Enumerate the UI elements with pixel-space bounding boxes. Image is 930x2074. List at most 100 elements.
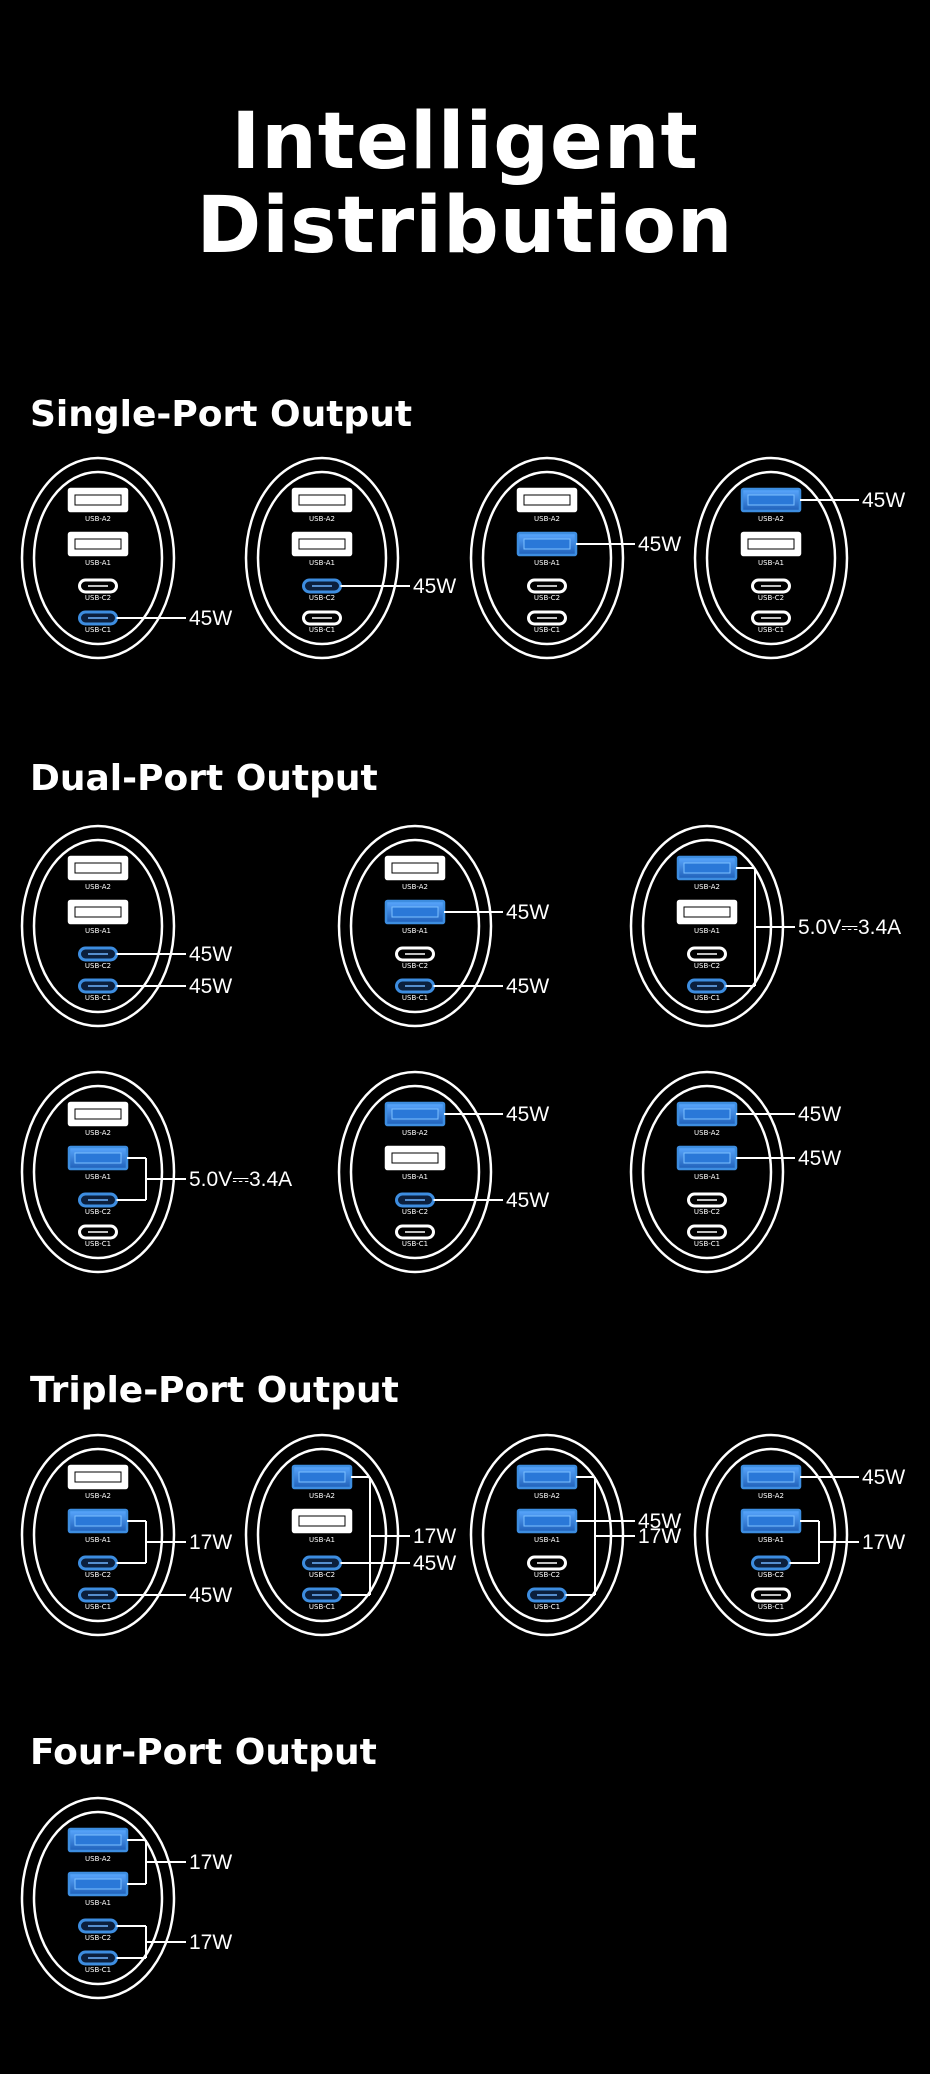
port-label: USB-A2 (534, 515, 560, 523)
charger-outer-outline (693, 456, 849, 660)
port-a1: USB-A1 (67, 531, 129, 567)
usb-a-port-tongue (298, 1471, 346, 1483)
port-label: USB-C2 (694, 1208, 720, 1216)
port-a2: USB-A2 (740, 1464, 802, 1500)
port-label: USB-A2 (694, 1129, 720, 1137)
port-label: USB-C1 (85, 994, 111, 1002)
charger-inner-outline (705, 1447, 837, 1623)
charger-outer-outline (20, 456, 176, 660)
port-label: USB-A2 (694, 883, 720, 891)
output-annotation: 5.0V⎓3.4A (116, 1157, 292, 1201)
port-label: USB-C2 (85, 962, 111, 970)
port-a1: USB-A1 (516, 1508, 578, 1544)
port-label: USB-A2 (85, 1129, 111, 1137)
port-a2: USB-A2 (516, 487, 578, 523)
port-c2: USB-C2 (527, 1555, 567, 1579)
usb-a-port-tongue (747, 1515, 795, 1527)
output-label: 45W (506, 1189, 549, 1212)
output-annotation: 45W (444, 1103, 549, 1126)
output-label: 5.0V⎓3.4A (798, 916, 901, 939)
port-c1: USB-C1 (302, 1587, 342, 1611)
port-label: USB-A1 (402, 1173, 428, 1181)
port-label: USB-A1 (85, 927, 111, 935)
usb-a-port-tongue (523, 1515, 571, 1527)
charger-inner-outline (349, 1084, 481, 1260)
title-line-2: Distribution (196, 181, 734, 271)
port-label: USB-C1 (534, 626, 560, 634)
output-annotation: 17W (116, 1520, 232, 1564)
port-a2: USB-A2 (67, 487, 129, 523)
port-a1: USB-A1 (384, 1145, 446, 1181)
port-label: USB-A1 (694, 927, 720, 935)
charger-outer-outline (337, 1070, 493, 1274)
charger-inner-outline (32, 1084, 164, 1260)
output-annotation: 45W (433, 975, 549, 998)
port-label: USB-C1 (758, 626, 784, 634)
output-label: 45W (189, 943, 232, 966)
port-a1: USB-A1 (384, 899, 446, 935)
usb-a-port-tongue (74, 862, 122, 874)
output-label: 45W (506, 901, 549, 924)
port-label: USB-C2 (85, 1208, 111, 1216)
output-annotation: 45W (736, 1147, 841, 1170)
port-a2: USB-A2 (676, 1101, 738, 1137)
usb-a-port-tongue (747, 538, 795, 550)
port-c1: USB-C1 (78, 610, 118, 634)
port-a1: USB-A1 (67, 1145, 129, 1181)
section-title-four-port: Four-Port Output (30, 1732, 377, 1773)
port-c1: USB-C1 (395, 978, 435, 1002)
port-label: USB-C1 (85, 626, 111, 634)
port-c1: USB-C1 (687, 978, 727, 1002)
port-label: USB-C1 (85, 1240, 111, 1248)
charger-outer-outline (693, 1433, 849, 1637)
output-annotation: 17W (127, 1839, 232, 1885)
port-label: USB-A2 (309, 515, 335, 523)
port-label: USB-A2 (534, 1492, 560, 1500)
output-annotation: 45W (340, 1552, 456, 1575)
usb-a-port-tongue (391, 1152, 439, 1164)
port-c2: USB-C2 (751, 1555, 791, 1579)
charger-inner-outline (705, 470, 837, 646)
port-a1: USB-A1 (67, 1871, 129, 1907)
port-c1: USB-C1 (78, 1587, 118, 1611)
port-label: USB-C1 (534, 1603, 560, 1611)
usb-a-port-tongue (74, 538, 122, 550)
usb-a-port-tongue (74, 1878, 122, 1890)
charger-outer-outline (337, 824, 493, 1028)
port-c2: USB-C2 (78, 1555, 118, 1579)
port-label: USB-C2 (534, 1571, 560, 1579)
usb-a-port-tongue (74, 494, 122, 506)
port-label: USB-A1 (85, 1173, 111, 1181)
charger-outer-outline (20, 1070, 176, 1274)
output-label: 17W (638, 1525, 681, 1548)
port-a1: USB-A1 (740, 531, 802, 567)
charger-inner-outline (32, 1447, 164, 1623)
port-c1: USB-C1 (527, 1587, 567, 1611)
port-c2: USB-C2 (395, 1192, 435, 1216)
port-a2: USB-A2 (291, 1464, 353, 1500)
output-annotation: 45W (340, 575, 456, 598)
port-a1: USB-A1 (676, 899, 738, 935)
usb-a-port-tongue (523, 538, 571, 550)
port-a2: USB-A2 (67, 1101, 129, 1137)
port-label: USB-C1 (85, 1966, 111, 1974)
output-annotation: 45W (116, 1584, 232, 1607)
output-annotation: 45W (800, 489, 905, 512)
output-label: 45W (413, 575, 456, 598)
page-title: Intelligent Distribution (0, 100, 930, 268)
section-title-dual-port: Dual-Port Output (30, 758, 378, 799)
charger-inner-outline (256, 470, 388, 646)
port-a1: USB-A1 (740, 1508, 802, 1544)
output-annotation: 45W (576, 533, 681, 556)
usb-a-port-tongue (391, 862, 439, 874)
usb-a-port-tongue (298, 494, 346, 506)
